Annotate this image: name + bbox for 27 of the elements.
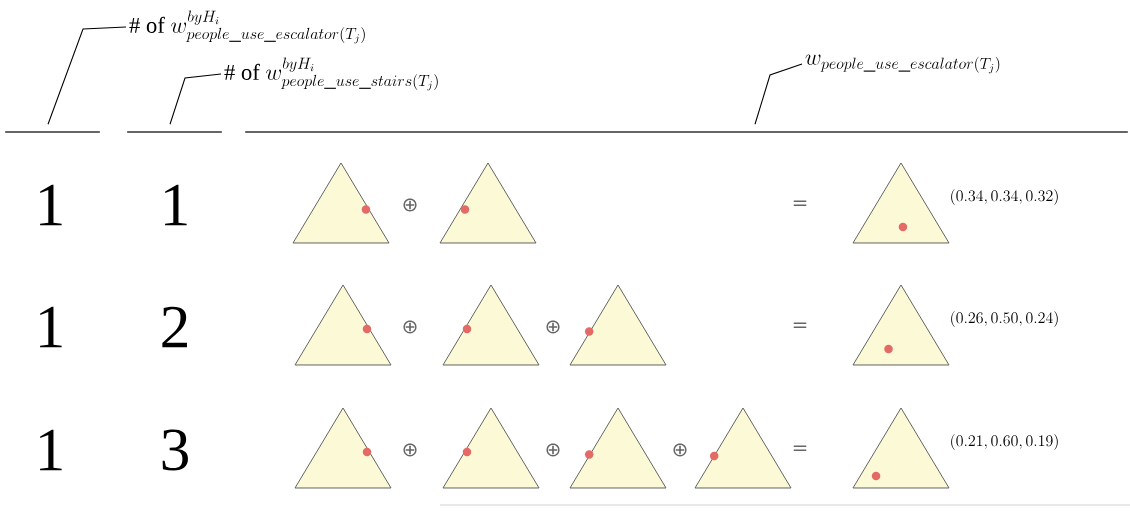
row-number: 1 [40, 306, 62, 348]
operator-symbol: ⊕ [546, 443, 560, 457]
coordinate-label: $(0.26, 0.50, 0.24)$ [951, 311, 1058, 327]
column-rule [127, 131, 222, 133]
operator-symbol: ⊕ [403, 198, 417, 212]
operator-symbol: ⊕ [403, 443, 417, 457]
row-number: 3 [162, 429, 188, 471]
column-heading: $\#\ \mathrm{of}\ w^{byH_i}_{people\_use\_escalator(T_j)}$ [129, 10, 365, 44]
operator-symbol: ⊕ [546, 320, 560, 334]
coordinate-label: $(0.21, 0.60, 0.19)$ [951, 434, 1058, 450]
column-heading: $w_{people\_use\_escalator(T_j)}$ [805, 54, 1000, 74]
row-number: 2 [162, 306, 187, 348]
leader-line [169, 73, 222, 125]
coordinate-label: $(0.34, 0.34, 0.32)$ [951, 189, 1058, 205]
leader-line [754, 63, 803, 125]
row-number: 1 [165, 184, 187, 226]
leader-line [47, 26, 127, 125]
operator-symbol: = [793, 445, 807, 452]
column-rule [5, 131, 100, 133]
row-number: 1 [40, 184, 62, 226]
operator-symbol: = [793, 200, 807, 207]
operator-symbol: ⊕ [673, 443, 687, 457]
column-heading: $\#\ \mathrm{of}\ w^{byH_i}_{people\_use\_stairs(T_j)}$ [224, 57, 438, 91]
operator-symbol: = [793, 322, 807, 329]
column-rule [245, 131, 1128, 133]
row-number: 1 [40, 429, 62, 471]
operator-symbol: ⊕ [403, 320, 417, 334]
